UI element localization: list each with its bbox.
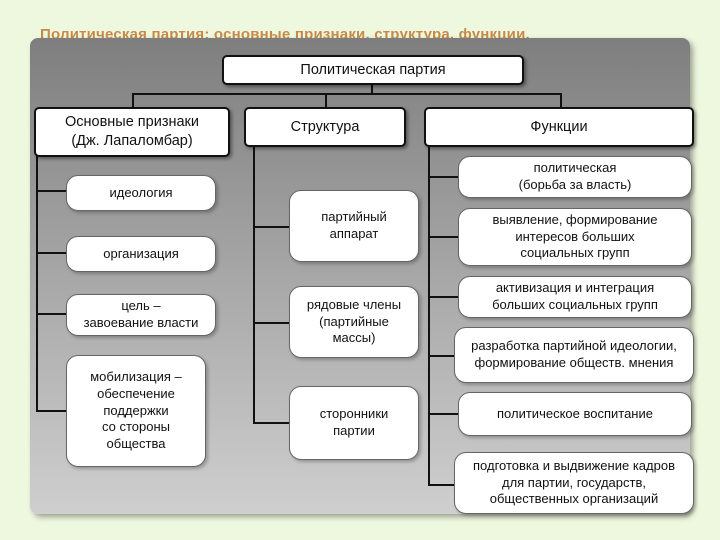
- structure-node-label: рядовые члены (партийные массы): [306, 296, 402, 346]
- connector-col1-branch-1: [36, 190, 66, 192]
- function-node-interests: выявление, формирование интересов больши…: [458, 208, 692, 266]
- connector-col1-branch-2: [36, 252, 66, 254]
- connector-col3-branch-1: [428, 176, 458, 178]
- function-node-integration: активизация и интеграция больших социаль…: [458, 276, 692, 318]
- connector-col1-branch-3: [36, 313, 66, 315]
- connector-col3-branch-4: [428, 355, 454, 357]
- function-node-label: политическая (борьба за власть): [518, 160, 632, 192]
- feature-node-label: организация: [103, 245, 179, 261]
- function-node-label: разработка партийной идеологии, формиров…: [471, 338, 677, 370]
- structure-node-rank-and-file: рядовые члены (партийные массы): [289, 286, 419, 358]
- column-header-structure: Структура: [244, 107, 406, 147]
- connector-col3-branch-3: [428, 296, 458, 298]
- connector-col3-branch-6: [428, 484, 454, 486]
- feature-node-ideology: идеология: [66, 175, 216, 211]
- feature-node-mobilization: мобилизация – обеспечение поддержки со с…: [66, 355, 206, 467]
- feature-node-organization: организация: [66, 236, 216, 272]
- connector-col2-spine: [253, 147, 255, 423]
- structure-node-label: сторонники партии: [319, 406, 389, 438]
- connector-col3-spine: [428, 147, 430, 485]
- connector-root-horizontal: [132, 93, 562, 95]
- structure-node-apparatus: партийный аппарат: [289, 190, 419, 262]
- connector-col1-spine: [36, 156, 38, 412]
- connector-col2-top: [325, 93, 327, 107]
- column-header-features-label: Основные признаки (Дж. Лапаломбар): [64, 114, 199, 149]
- function-node-education: политическое воспитание: [458, 392, 692, 436]
- function-node-label: активизация и интеграция больших социаль…: [492, 280, 658, 312]
- function-node-label: политическое воспитание: [497, 405, 653, 421]
- connector-col1-top: [132, 93, 134, 107]
- function-node-ideology: разработка партийной идеологии, формиров…: [454, 327, 694, 383]
- connector-col2-branch-2: [253, 322, 289, 324]
- connector-col3-branch-5: [428, 413, 458, 415]
- function-node-label: выявление, формирование интересов больши…: [492, 211, 658, 261]
- feature-node-label: мобилизация – обеспечение поддержки со с…: [90, 368, 182, 452]
- column-header-functions: Функции: [424, 107, 694, 147]
- root-node: Политическая партия: [222, 55, 524, 85]
- connector-col1-branch-4: [36, 410, 66, 412]
- structure-node-label: партийный аппарат: [321, 209, 387, 241]
- connector-col2-branch-1: [253, 226, 289, 228]
- connector-col2-branch-3: [253, 422, 289, 424]
- function-node-cadres: подготовка и выдвижение кадров для парти…: [454, 452, 694, 514]
- connector-col3-top: [560, 93, 562, 107]
- column-header-functions-label: Функции: [530, 118, 588, 135]
- column-header-structure-label: Структура: [290, 118, 360, 135]
- function-node-label: подготовка и выдвижение кадров для парти…: [473, 457, 675, 507]
- function-node-political: политическая (борьба за власть): [458, 156, 692, 198]
- root-node-label: Политическая партия: [300, 61, 446, 78]
- connector-col3-branch-2: [428, 236, 458, 238]
- column-header-features: Основные признаки (Дж. Лапаломбар): [34, 107, 230, 157]
- feature-node-goal: цель – завоевание власти: [66, 294, 216, 336]
- structure-node-supporters: сторонники партии: [289, 386, 419, 460]
- feature-node-label: идеология: [109, 184, 173, 200]
- feature-node-label: цель – завоевание власти: [83, 298, 199, 330]
- connector-root-stem: [371, 84, 373, 94]
